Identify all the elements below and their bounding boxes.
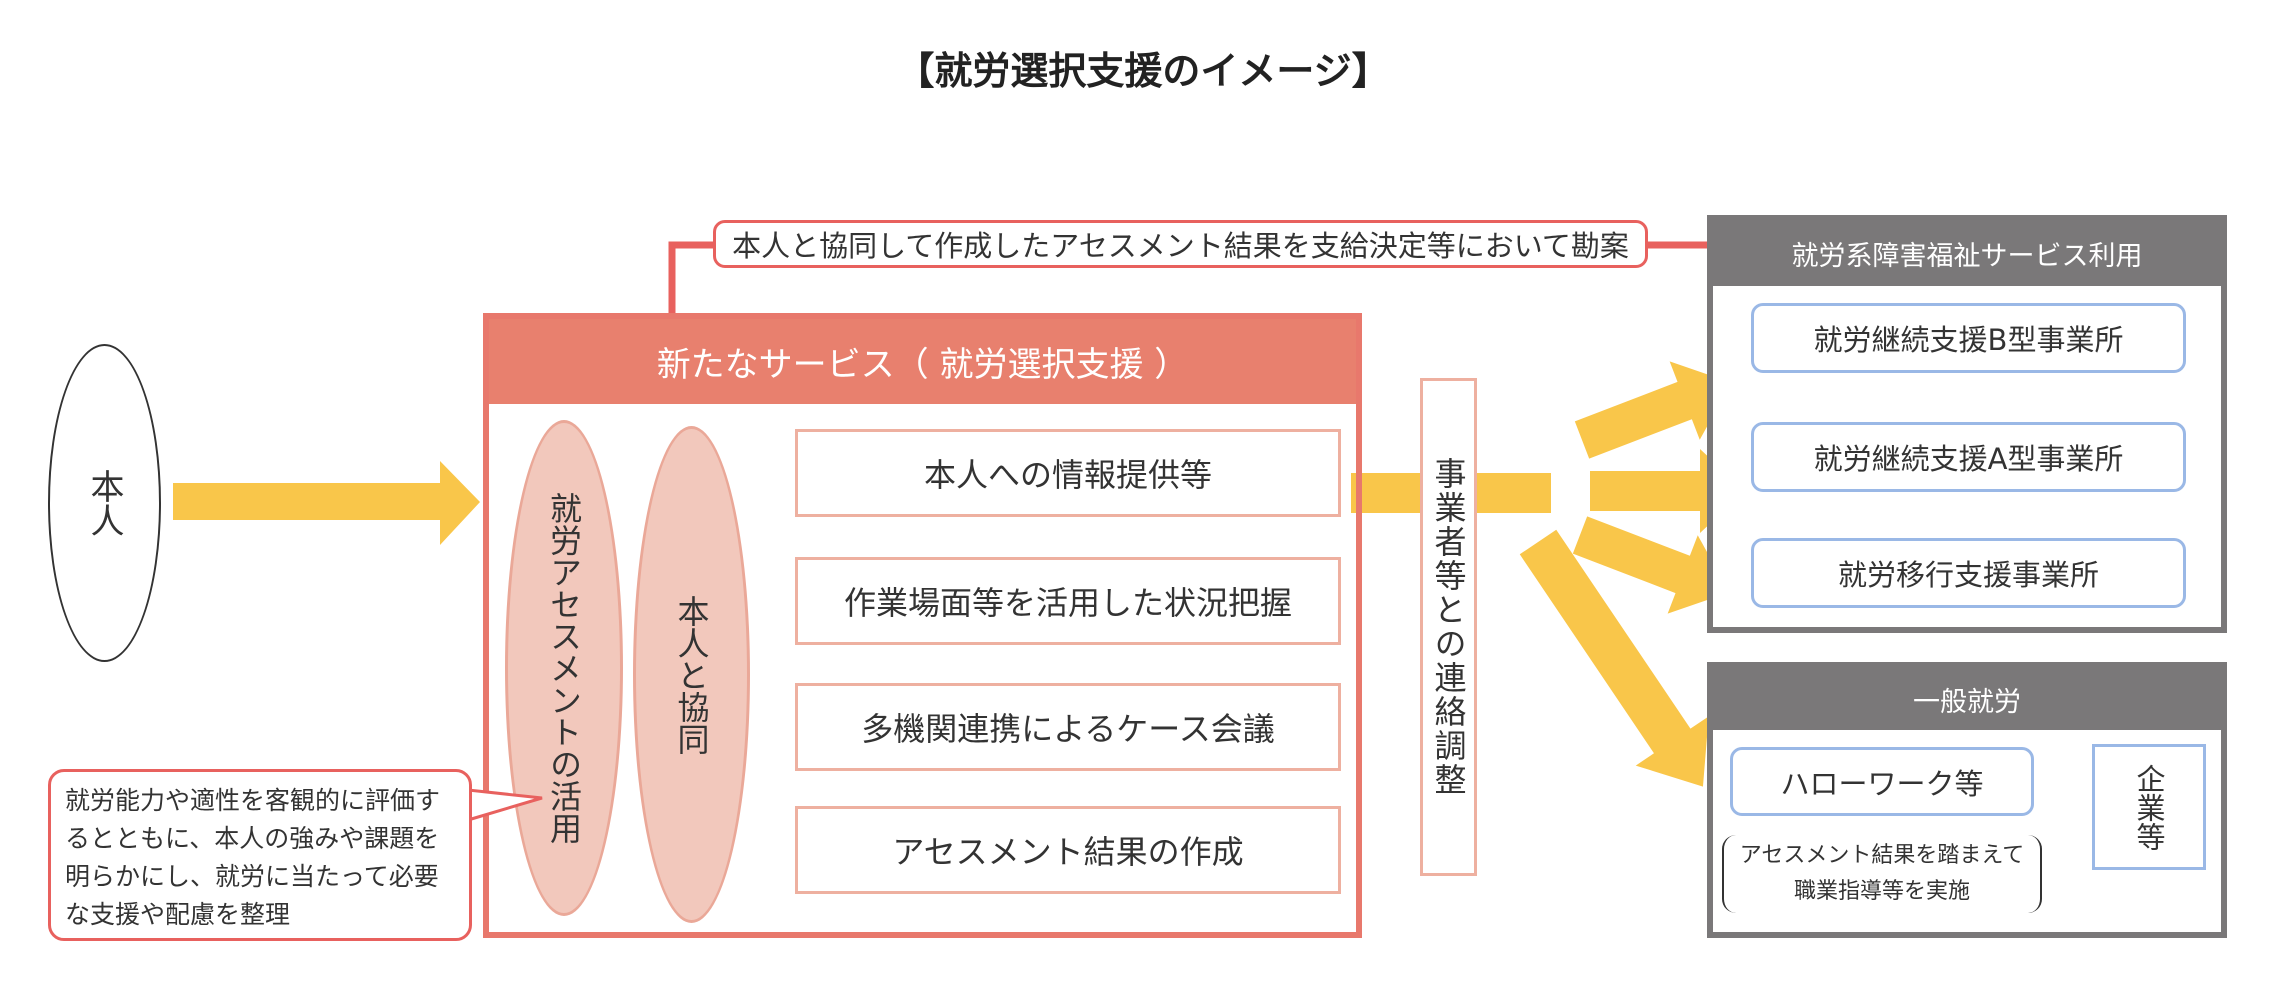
assessment-callout: 就労能力や適性を客観的に評価するとともに、本人の強みや課題を明らかにし、就労に当… [48, 769, 472, 941]
assessment-oval: 就労アセスメントの活用 [505, 420, 623, 916]
service-transition: 就労移行支援事業所 [1751, 538, 2186, 608]
arrow-to-type-b [1574, 361, 1732, 459]
page-title: 【就労選択支援のイメージ】 [896, 49, 1390, 93]
service-type-a: 就労継続支援A型事業所 [1751, 422, 2186, 492]
hello-work-box: ハローワーク等 [1730, 747, 2034, 816]
note-connector-line [668, 241, 713, 313]
new-service-box: 新たなサービス（ 就労選択支援 ） [483, 313, 1362, 938]
callout-tail [468, 788, 543, 822]
assessment-note: 本人と協同して作成したアセスメント結果を支給決定等において勘案 [713, 220, 1648, 268]
service-type-b: 就労継続支援B型事業所 [1751, 303, 2186, 373]
task-case-conference: 多機関連携によるケース会議 [795, 683, 1341, 771]
task-assessment-report: アセスメント結果の作成 [795, 806, 1341, 894]
guidance-note: アセスメント結果を踏まえて職業指導等を実施 [1722, 835, 2042, 913]
cooperation-oval: 本人と協同 [633, 426, 750, 923]
arrow-to-general-employment [1519, 529, 1709, 787]
task-info-provision: 本人への情報提供等 [795, 429, 1341, 517]
arrow-to-transition [1572, 516, 1730, 614]
welfare-services-header: 就労系障害福祉サービス利用 [1713, 221, 2221, 286]
arrow-to-type-a [1590, 449, 1745, 533]
arrow-person-to-service [173, 461, 480, 545]
company-box: 企業等 [2092, 744, 2206, 870]
person-node: 本人 [48, 344, 161, 662]
liaison-box: 事業者等との連絡調整 [1420, 378, 1477, 876]
general-employment-header: 一般就労 [1713, 668, 2221, 730]
task-situation-assessment: 作業場面等を活用した状況把握 [795, 557, 1341, 645]
new-service-header: 新たなサービス（ 就労選択支援 ） [489, 319, 1356, 404]
